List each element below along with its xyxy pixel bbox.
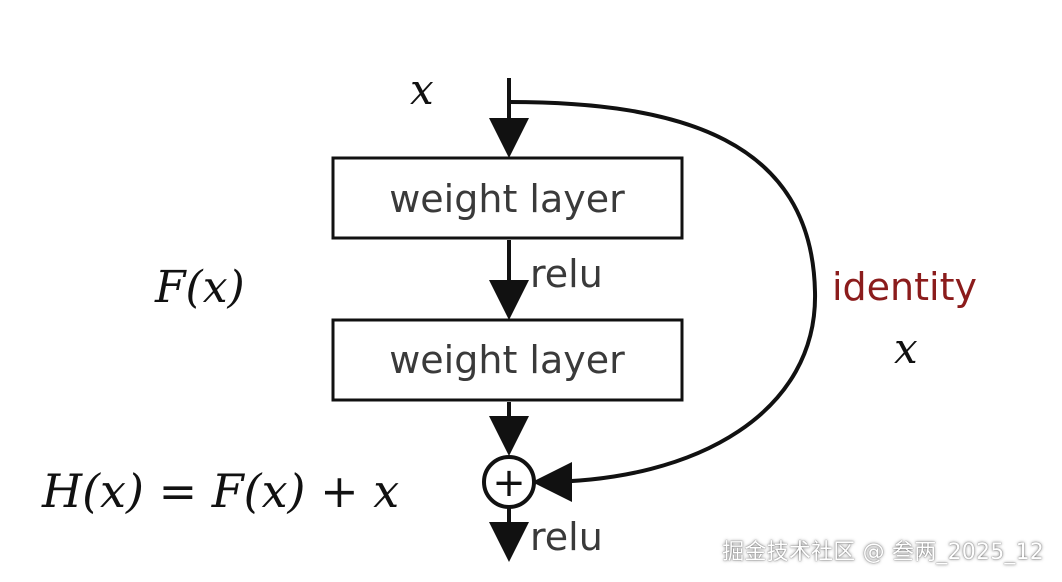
input-label: x bbox=[410, 65, 434, 114]
residual-function-label: F(x) bbox=[154, 262, 245, 313]
weight-layer-1-label: weight layer bbox=[389, 177, 625, 221]
relu-1-label: relu bbox=[530, 252, 603, 296]
weight-layer-1-box bbox=[331, 156, 684, 240]
identity-variable: x bbox=[894, 324, 918, 373]
identity-shortcut-path bbox=[508, 100, 818, 502]
sum-symbol: + bbox=[492, 460, 526, 506]
relu-2-label: relu bbox=[530, 515, 603, 559]
identity-label: identity bbox=[832, 265, 977, 309]
weight-layer-2-box bbox=[331, 318, 684, 402]
watermark-text: 掘金技术社区 @ 叁两_2025_12 bbox=[722, 540, 1044, 565]
weight-layer-2-label: weight layer bbox=[389, 338, 625, 382]
output-equation: H(x) = F(x) + x bbox=[41, 464, 399, 518]
